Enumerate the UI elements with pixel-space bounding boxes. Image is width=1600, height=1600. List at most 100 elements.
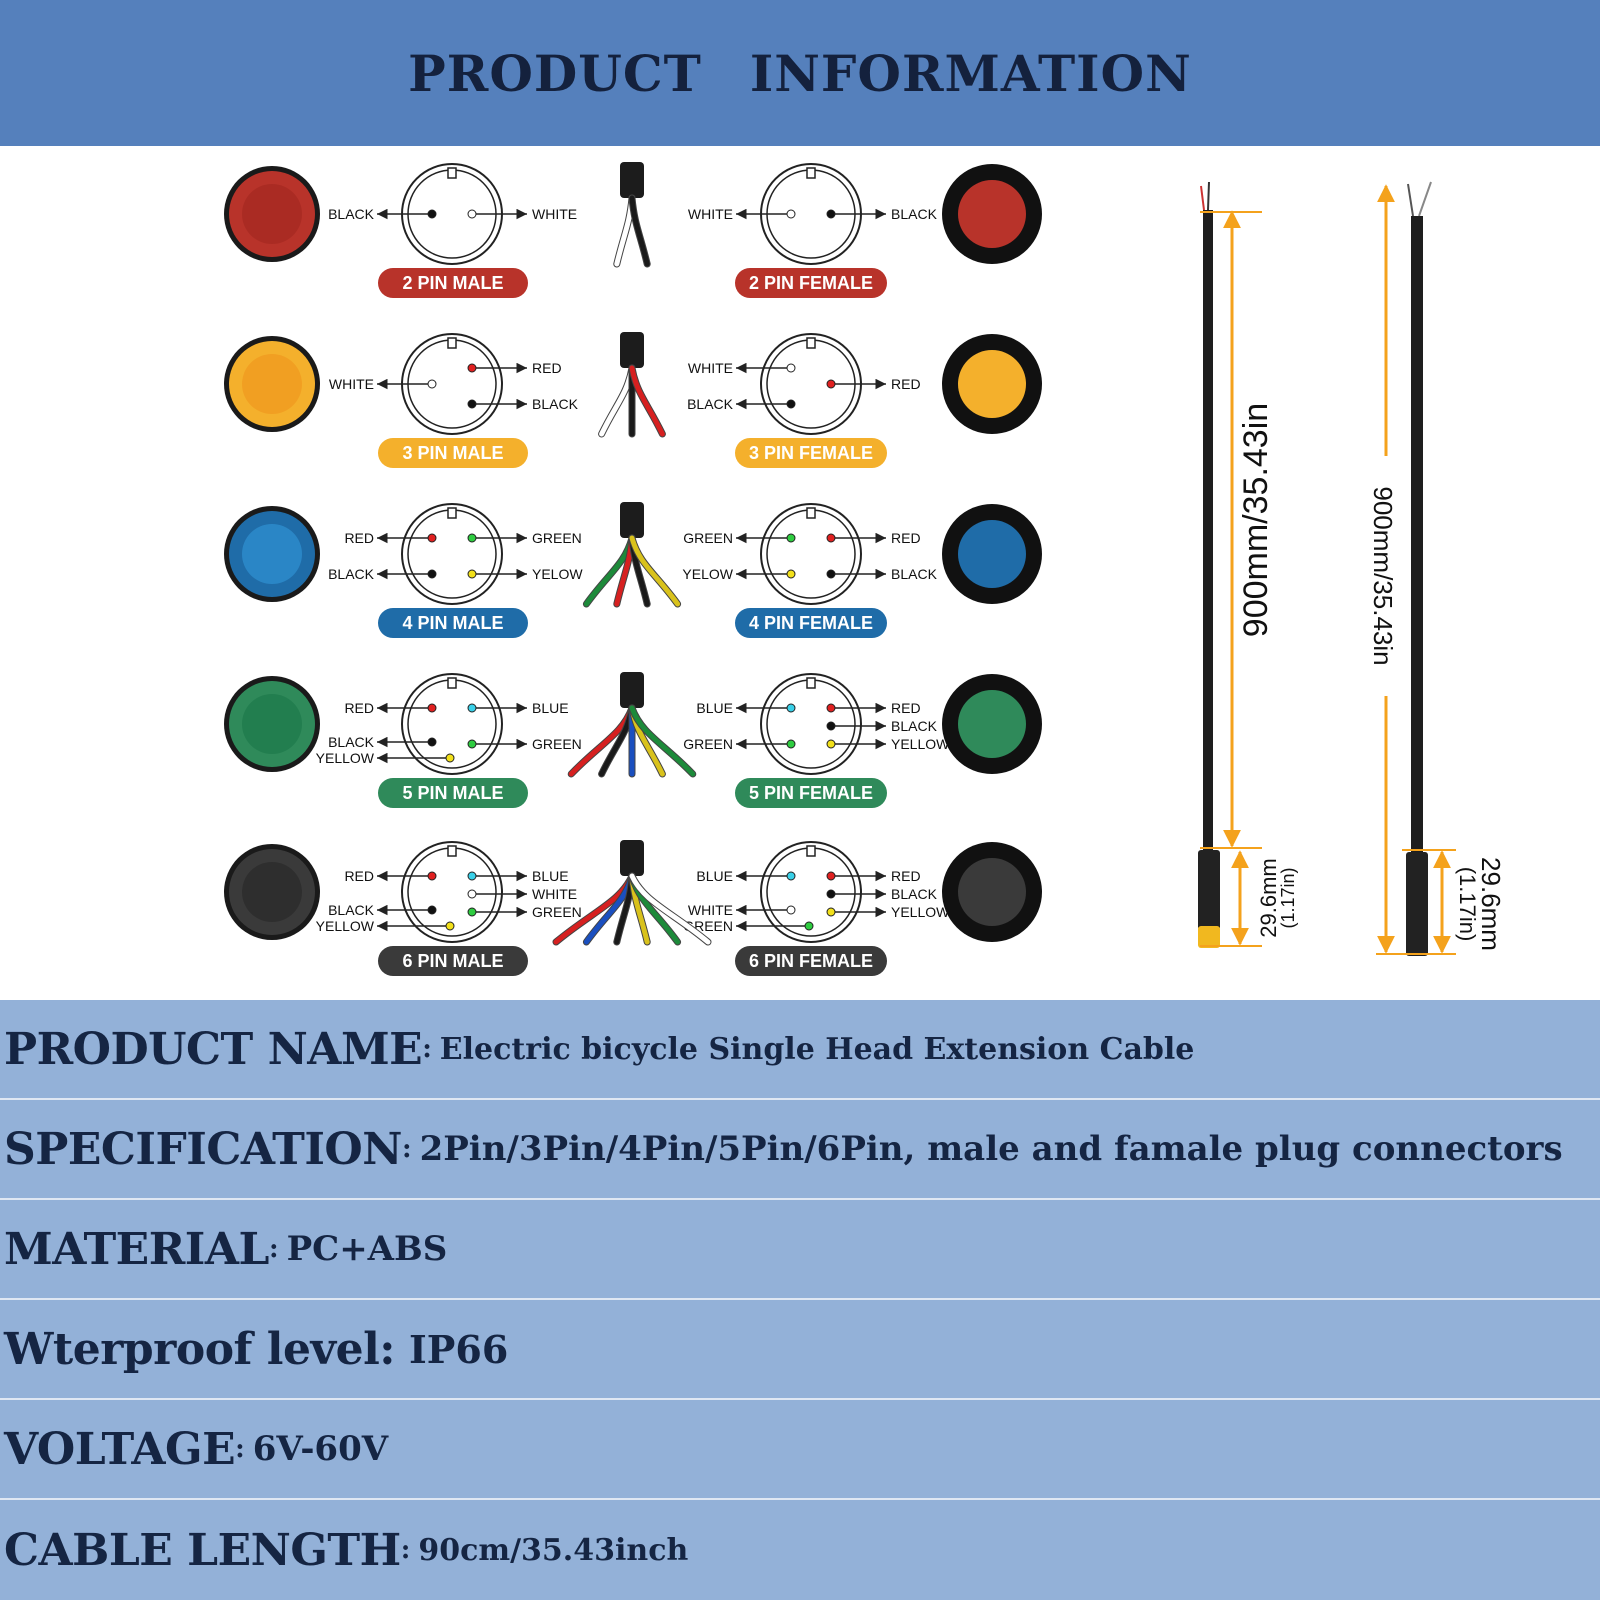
male-pin-dot [427,209,437,219]
spec-value: PC+ABS [286,1229,448,1269]
female-pin-label: BLACK [891,566,938,582]
male-label-pill [378,268,528,298]
female-pin-dot [786,569,796,579]
cable-1-figure: 900mm/35.43in 29.6mm (1.17in) [1198,181,1298,948]
female-label-pill [735,268,887,298]
male-plug-face [242,524,302,584]
female-label: 6 PIN FEMALE [749,951,873,971]
male-pinout-key [447,167,457,179]
spec-row-voltage: VOLTAGE : 6V-60V [0,1400,1600,1500]
female-pin-dot [786,739,796,749]
cable-1-wire-black [1207,181,1210,211]
female-pin-label: RED [891,530,921,546]
cable-1-length-label: 900mm/35.43in [1237,403,1275,637]
female-plug-photo [958,858,1026,926]
male-pin-dot [427,737,437,747]
male-pinout-key [447,677,457,689]
male-pin-label: GREEN [532,736,582,752]
spec-row-waterproof: Wterproof level: IP66 [0,1300,1600,1400]
male-pinout-key [447,337,457,349]
spec-row-product-name: PRODUCT NAME : Electric bicycle Single H… [0,1000,1600,1100]
male-label-pill [378,608,528,638]
male-pinout-key [447,507,457,519]
female-pin-label: BLACK [891,718,938,734]
female-pin-dot [826,739,836,749]
male-label-pill [378,438,528,468]
male-label-pill [378,778,528,808]
male-pin-label: BLUE [532,868,569,884]
spec-label: VOLTAGE [4,1423,236,1475]
female-pin-dot [826,907,836,917]
wire [614,535,635,607]
female-label: 3 PIN FEMALE [749,443,873,463]
wire [629,365,665,437]
female-label-pill [735,438,887,468]
female-pinout-outer [760,673,862,775]
female-pin-label: RED [891,376,921,392]
female-pin-dot [786,363,796,373]
female-pin-label: BLUE [696,700,733,716]
male-pinout-key [447,845,457,857]
male-label-pill [378,946,528,976]
male-pin-dot [467,871,477,881]
spec-label: CABLE LENGTH [4,1524,401,1576]
page-title-word-1: PRODUCT [408,43,702,103]
female-pin-dot [786,533,796,543]
wire-bundle-sheath [620,502,644,538]
male-pin-label: RED [344,868,374,884]
cable-2-wire-1 [1407,183,1414,217]
male-pin-label: BLACK [328,734,375,750]
female-pin-dot [826,209,836,219]
male-pin-dot [467,907,477,917]
spec-label: MATERIAL [4,1223,269,1275]
female-pin-label: BLACK [891,206,938,222]
male-plug-face [242,862,302,922]
spec-separator: : [422,1034,432,1064]
male-plug-face [242,354,302,414]
male-pin-dot [467,399,477,409]
header-banner: PRODUCT INFORMATION [0,0,1600,146]
female-pin-label: RED [891,868,921,884]
female-pin-label: YELOW [682,566,733,582]
wire [629,873,711,945]
male-pin-label: RED [532,360,562,376]
wire-bundle-sheath [620,672,644,708]
female-pin-dot [786,703,796,713]
female-pin-dot [826,871,836,881]
female-pinout-key [806,845,816,857]
cable-2-label-bg [1372,456,1400,696]
spec-separator: : [401,1134,412,1164]
male-label: 5 PIN MALE [402,783,503,803]
female-pin-label: GREEN [683,530,733,546]
male-pin-label: YELLOW [316,918,375,934]
male-label: 6 PIN MALE [402,951,503,971]
male-pin-label: BLACK [328,206,375,222]
male-pin-label: GREEN [532,530,582,546]
female-pin-label: WHITE [688,360,733,376]
cable-2-head-label: 29.6mm [1476,857,1506,951]
female-plug-photo [958,520,1026,588]
female-label-pill [735,946,887,976]
wire [599,365,635,437]
female-pin-dot [786,209,796,219]
female-pinout-outer [760,503,862,605]
female-pin-label: BLACK [891,886,938,902]
spec-separator: : [235,1434,245,1464]
male-pin-dot [467,703,477,713]
cable-2-length-label: 900mm/35.43in [1368,486,1398,665]
male-plug-face [242,184,302,244]
male-pin-dot [427,703,437,713]
female-pinout-inner [766,509,856,599]
cable-2-head-inch-label: (1.17in) [1455,867,1480,942]
male-pin-dot [467,739,477,749]
wire-bundle-sheath [620,332,644,368]
female-pin-dot [826,703,836,713]
male-pinout-inner [407,509,497,599]
male-pin-label: WHITE [532,886,577,902]
male-pin-dot [445,753,455,763]
female-label: 5 PIN FEMALE [749,783,873,803]
male-pin-dot [427,905,437,915]
male-pin-dot [445,921,455,931]
